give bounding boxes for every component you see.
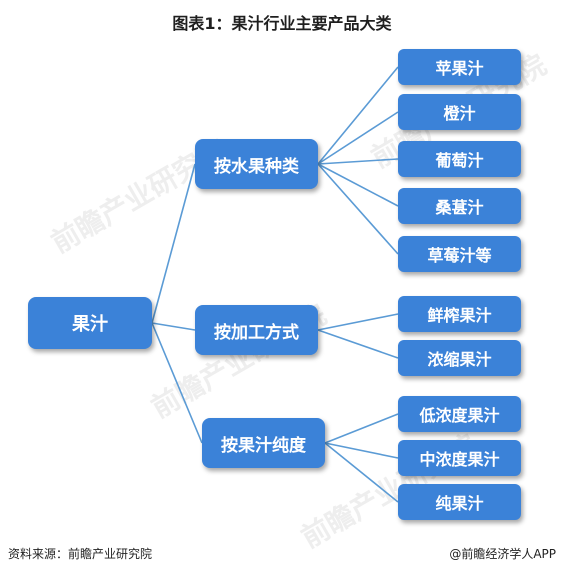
leaf-node-orange-juice: 橙汁: [398, 94, 521, 130]
brand-note: @前瞻经济学人APP: [449, 547, 556, 561]
category-to-leaf-connector: [324, 413, 399, 444]
leaf-node-grape-juice: 葡萄汁: [398, 141, 521, 177]
root-to-category-connector: [151, 322, 203, 444]
root-to-category-connector: [151, 163, 196, 324]
leaf-node-pure-juice: 纯果汁: [398, 484, 521, 520]
category-to-leaf-connector: [317, 158, 399, 165]
chart-title: 图表1：果汁行业主要产品大类: [172, 14, 392, 33]
leaf-node-fresh-squeezed-juice: 鲜榨果汁: [398, 296, 521, 332]
category-to-leaf-connector: [317, 66, 399, 165]
source-note: 资料来源：前瞻产业研究院: [8, 547, 153, 561]
root-node: 果汁: [28, 297, 152, 349]
category-node-fruit-type: 按水果种类: [195, 139, 318, 189]
category-to-leaf-connector: [317, 163, 399, 255]
leaf-node-mulberry-juice: 桑葚汁: [398, 188, 521, 224]
leaf-node-apple-juice: 苹果汁: [398, 49, 521, 85]
category-to-leaf-connector: [317, 313, 399, 331]
category-to-leaf-connector: [324, 442, 399, 503]
leaf-node-strawberry-juice: 草莓汁等: [398, 236, 521, 272]
category-to-leaf-connector: [317, 163, 399, 207]
root-to-category-connector: [151, 322, 196, 331]
category-to-leaf-connector: [317, 111, 399, 165]
category-node-purity: 按果汁纯度: [202, 418, 325, 468]
category-to-leaf-connector: [324, 442, 399, 459]
leaf-node-concentrated-juice: 浓缩果汁: [398, 340, 521, 376]
category-node-processing: 按加工方式: [195, 305, 318, 355]
leaf-node-medium-concentration-juice: 中浓度果汁: [398, 440, 521, 476]
category-to-leaf-connector: [317, 329, 399, 359]
leaf-node-low-concentration-juice: 低浓度果汁: [398, 396, 521, 432]
